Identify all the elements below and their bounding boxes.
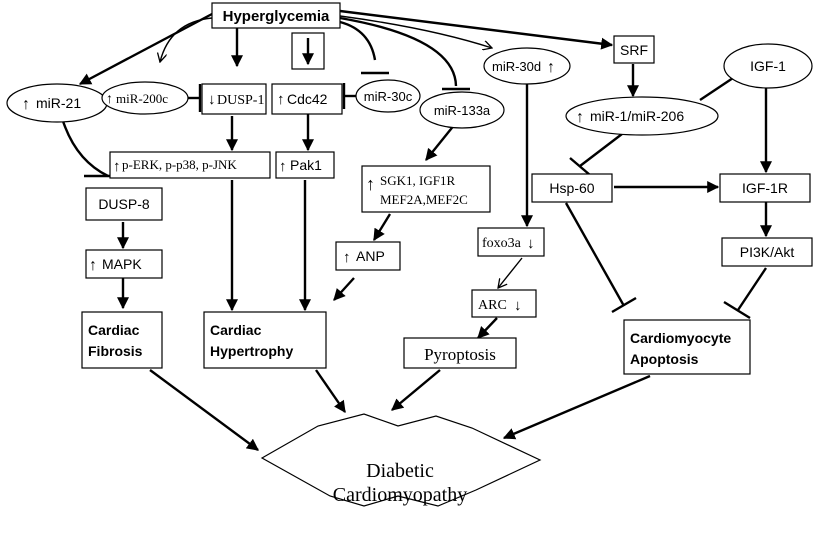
- edge-arc-pyro: [477, 317, 498, 339]
- node-dusp8: DUSP-8: [85, 187, 163, 221]
- node-mir1-mir206: ↑ miR-1/miR-206: [565, 96, 719, 136]
- nodes: Hyperglycemia ↑ miR-21 ↑ miR-200c ↓ DUSP…: [6, 2, 813, 507]
- svg-text:miR-133a: miR-133a: [434, 103, 491, 118]
- svg-text:Pyroptosis: Pyroptosis: [424, 345, 496, 364]
- down-arrow-icon: ↓: [527, 236, 535, 252]
- edge-hyper-mir200c: [160, 17, 213, 62]
- up-arrow-icon: ↑: [279, 158, 287, 175]
- svg-text:Cdc42: Cdc42: [287, 91, 328, 107]
- up-arrow-icon: ↑: [576, 109, 584, 126]
- edge-mir21-dusp8: [60, 117, 109, 178]
- svg-text:IGF-1: IGF-1: [750, 58, 786, 74]
- node-diabetic-cardiomyopathy: Diabetic Cardiomyopathy: [260, 413, 542, 507]
- edge-foxo3a-arc: [498, 257, 523, 288]
- edge-mir1-hsp60: [579, 133, 623, 167]
- svg-text:miR-21: miR-21: [36, 95, 81, 111]
- svg-text:SGK1, IGF1R: SGK1, IGF1R: [380, 173, 455, 188]
- svg-text:Pak1: Pak1: [290, 157, 322, 173]
- svg-text:Fibrosis: Fibrosis: [88, 343, 143, 359]
- up-arrow-icon: ↑: [22, 96, 30, 113]
- edge-hyper-mir133a: [339, 16, 458, 87]
- svg-text:DUSP-8: DUSP-8: [98, 196, 150, 212]
- edge-hyper-mir30c: [339, 20, 377, 61]
- edge-hyper-mir21: [78, 12, 213, 86]
- svg-text:IGF-1R: IGF-1R: [742, 180, 788, 196]
- svg-text:foxo3a: foxo3a: [482, 236, 522, 251]
- node-hsp60: Hsp-60: [531, 173, 613, 203]
- node-cardiac-fibrosis: Cardiac Fibrosis: [81, 311, 163, 369]
- svg-text:Apoptosis: Apoptosis: [630, 351, 699, 367]
- svg-text:MEF2A,MEF2C: MEF2A,MEF2C: [380, 192, 468, 207]
- edge-pi3k-apop: [737, 267, 767, 311]
- svg-text:ANP: ANP: [356, 248, 385, 264]
- edge-mir133a-sgk1: [425, 123, 456, 161]
- up-arrow-icon: ↑: [106, 92, 113, 107]
- edge-apop-dcm: [502, 374, 651, 440]
- node-sgk1-mef2: ↑ SGK1, IGF1R MEF2A,MEF2C: [361, 165, 491, 213]
- node-mir30d: miR-30d ↑: [483, 47, 571, 85]
- node-mir21: ↑ miR-21: [6, 83, 108, 123]
- svg-text:miR-30c: miR-30c: [364, 89, 413, 104]
- edge-pyro-dcm: [391, 369, 441, 411]
- svg-text:Diabetic: Diabetic: [366, 460, 434, 482]
- svg-text:ARC: ARC: [478, 298, 507, 313]
- svg-text:SRF: SRF: [620, 42, 648, 58]
- node-mir30c: miR-30c: [355, 79, 421, 113]
- up-arrow-icon: ↑: [277, 91, 285, 108]
- edge-hypertrophy-dcm: [315, 369, 346, 413]
- node-perk: ↑ p-ERK, p-p38, p-JNK: [109, 151, 271, 179]
- svg-text:miR-200c: miR-200c: [116, 91, 168, 106]
- up-arrow-icon: ↑: [113, 159, 121, 175]
- up-arrow-icon: ↑: [343, 249, 351, 266]
- up-arrow-icon: ↑: [366, 174, 375, 194]
- down-arrow-icon: ↓: [514, 298, 522, 314]
- edge-fibrosis-dcm: [149, 369, 259, 451]
- svg-text:Cardiac: Cardiac: [88, 322, 140, 338]
- svg-text:Hsp-60: Hsp-60: [549, 180, 594, 196]
- node-cdc42-arrow-box: [291, 32, 325, 70]
- node-srf: SRF: [613, 35, 655, 64]
- node-pi3k-akt: PI3K/Akt: [721, 237, 813, 267]
- node-pyroptosis: Pyroptosis: [403, 337, 517, 369]
- node-cardiomyocyte-apoptosis: Cardiomyocyte Apoptosis: [623, 319, 751, 375]
- svg-text:p-ERK, p-p38, p-JNK: p-ERK, p-p38, p-JNK: [122, 157, 237, 172]
- edge-hyper-mir30d: [339, 15, 492, 48]
- edge-hyper-srf: [339, 9, 614, 50]
- node-igf1: IGF-1: [723, 43, 813, 89]
- edge-sgk1-anp: [372, 213, 392, 242]
- up-arrow-icon: ↑: [89, 257, 97, 274]
- svg-text:Cardiomyocyte: Cardiomyocyte: [630, 330, 731, 346]
- edge-hsp60-apop: [564, 202, 626, 307]
- node-mapk: ↑ MAPK: [85, 249, 163, 279]
- svg-text:PI3K/Akt: PI3K/Akt: [740, 244, 795, 260]
- svg-text:Hyperglycemia: Hyperglycemia: [223, 8, 330, 25]
- node-anp: ↑ ANP: [335, 241, 401, 271]
- node-dusp1: ↓ DUSP-1: [201, 83, 267, 115]
- down-arrow-icon: ↓: [208, 92, 216, 108]
- svg-text:MAPK: MAPK: [102, 256, 142, 272]
- up-arrow-icon: ↑: [547, 59, 555, 76]
- svg-text:Cardiac: Cardiac: [210, 322, 262, 338]
- node-hyperglycemia: Hyperglycemia: [211, 2, 341, 29]
- node-mir200c: ↑ miR-200c: [101, 81, 189, 115]
- svg-text:miR-30d: miR-30d: [492, 59, 541, 74]
- svg-text:DUSP-1: DUSP-1: [217, 93, 264, 108]
- edges: [60, 9, 772, 451]
- edge-anp-hyper: [333, 277, 355, 301]
- svg-text:Hypertrophy: Hypertrophy: [210, 343, 293, 359]
- svg-text:miR-1/miR-206: miR-1/miR-206: [590, 108, 684, 124]
- node-mir133a: miR-133a: [419, 91, 505, 129]
- node-arc: ARC ↓: [471, 289, 537, 318]
- svg-text:Cardiomyopathy: Cardiomyopathy: [333, 484, 467, 506]
- node-cdc42: ↑ Cdc42: [271, 83, 343, 115]
- node-igf1r: IGF-1R: [719, 173, 811, 203]
- node-pak1: ↑ Pak1: [275, 151, 335, 179]
- node-cardiac-hypertrophy: Cardiac Hypertrophy: [203, 311, 327, 369]
- node-foxo3a: foxo3a ↓: [477, 227, 545, 257]
